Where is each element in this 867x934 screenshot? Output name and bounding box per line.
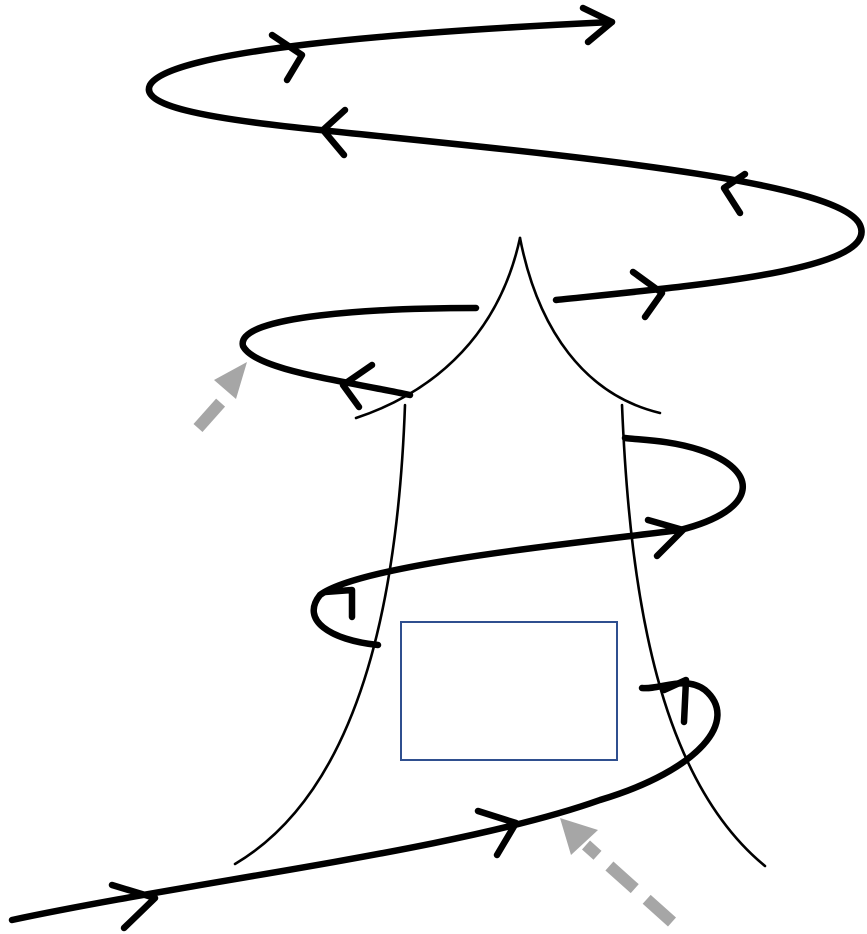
arrow-right-icon <box>474 807 520 859</box>
tower-right-wall <box>620 403 767 868</box>
tower-left-wall <box>233 403 407 866</box>
arrow-right-icon <box>629 268 666 321</box>
arrow-up-icon <box>660 676 690 726</box>
spiral-path <box>8 18 865 924</box>
arrow-left-icon <box>720 170 749 217</box>
dashed-pointer-arrows <box>193 362 677 927</box>
tower-peak-left <box>354 236 522 420</box>
arrow-right-icon <box>644 516 687 560</box>
spiral-segment-top <box>145 18 865 304</box>
detail-box <box>400 621 618 761</box>
arrow-right-icon <box>108 881 159 932</box>
spiral-segment-bottom <box>8 680 721 924</box>
spiral-segment-lower-loop <box>310 434 746 649</box>
arrow-right-icon <box>268 31 306 84</box>
spiral-arrowheads <box>108 4 749 932</box>
spiral-segment-upper-loop <box>239 304 480 399</box>
dashed-pointer-upper-shaft <box>193 388 235 432</box>
arrow-right-icon <box>579 4 616 46</box>
arrow-left-icon <box>321 586 356 621</box>
tower-outline <box>233 236 767 868</box>
arrow-left-icon <box>339 361 376 411</box>
dashed-pointer-upper-head <box>214 362 247 399</box>
arrow-left-icon <box>319 106 349 159</box>
dashed-pointer-lower-head <box>560 818 598 855</box>
tower-peak-right <box>518 236 662 415</box>
dashed-pointer-lower-shaft <box>581 840 677 927</box>
